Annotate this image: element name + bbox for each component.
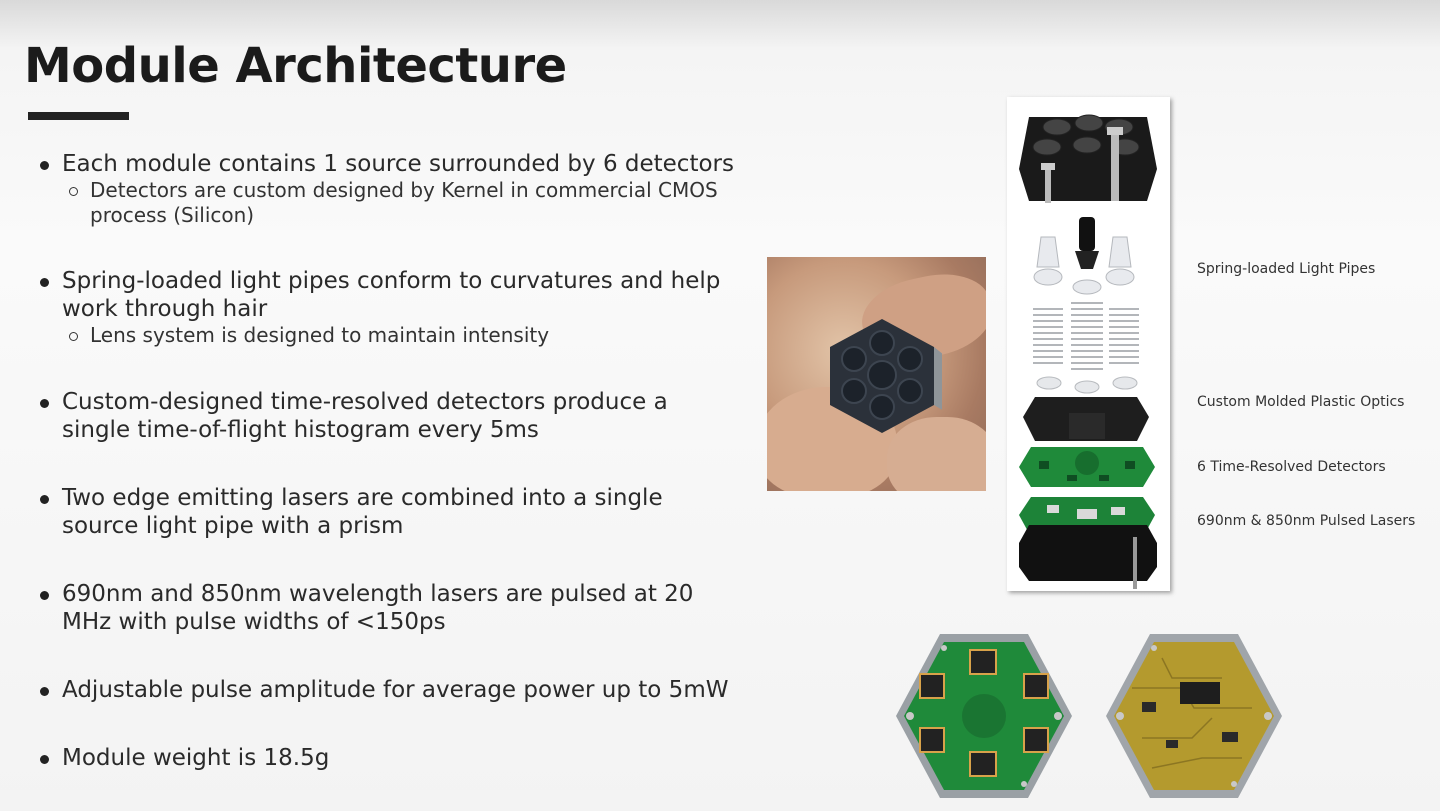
- module-in-hand-photo: [767, 257, 986, 491]
- bullet-group: Module weight is 18.5g: [36, 744, 776, 772]
- finger-shape: [887, 417, 986, 491]
- callout-light-pipes: Spring-loaded Light Pipes: [1197, 261, 1376, 277]
- bullet-item: Custom-designed time-resolved detectors …: [36, 388, 722, 444]
- bullet-item: Adjustable pulse amplitude for average p…: [36, 676, 776, 704]
- laser-pcb-photo: [1106, 634, 1282, 798]
- bullet-item: Two edge emitting lasers are combined in…: [36, 484, 722, 540]
- callout-optics: Custom Molded Plastic Optics: [1197, 394, 1405, 410]
- bullet-item: Each module contains 1 source surrounded…: [36, 150, 776, 178]
- sub-bullet-item: Detectors are custom designed by Kernel …: [36, 178, 740, 228]
- bullet-group: Two edge emitting lasers are combined in…: [36, 484, 776, 540]
- sub-bullet-item: Lens system is designed to maintain inte…: [36, 323, 776, 348]
- bullet-group: 690nm and 850nm wavelength lasers are pu…: [36, 580, 776, 636]
- bullet-group: Custom-designed time-resolved detectors …: [36, 388, 776, 444]
- title-underline: [28, 112, 129, 120]
- module-icon: [830, 319, 942, 433]
- slide-title: Module Architecture: [24, 38, 567, 94]
- bullet-item: 690nm and 850nm wavelength lasers are pu…: [36, 580, 742, 636]
- exploded-view-diagram: [1007, 97, 1170, 591]
- bullet-group: Each module contains 1 source surrounded…: [36, 150, 776, 228]
- exploded-assembly-icon: [1019, 114, 1157, 589]
- detector-pcb-photo: [896, 634, 1072, 798]
- bullet-item: Module weight is 18.5g: [36, 744, 776, 772]
- callout-lasers: 690nm & 850nm Pulsed Lasers: [1197, 513, 1416, 529]
- bullet-group: Adjustable pulse amplitude for average p…: [36, 676, 776, 704]
- bullet-list: Each module contains 1 source surrounded…: [36, 150, 776, 772]
- bullet-item: Spring-loaded light pipes conform to cur…: [36, 267, 782, 323]
- callout-detectors: 6 Time-Resolved Detectors: [1197, 459, 1386, 475]
- bullet-group: Spring-loaded light pipes conform to cur…: [36, 267, 776, 348]
